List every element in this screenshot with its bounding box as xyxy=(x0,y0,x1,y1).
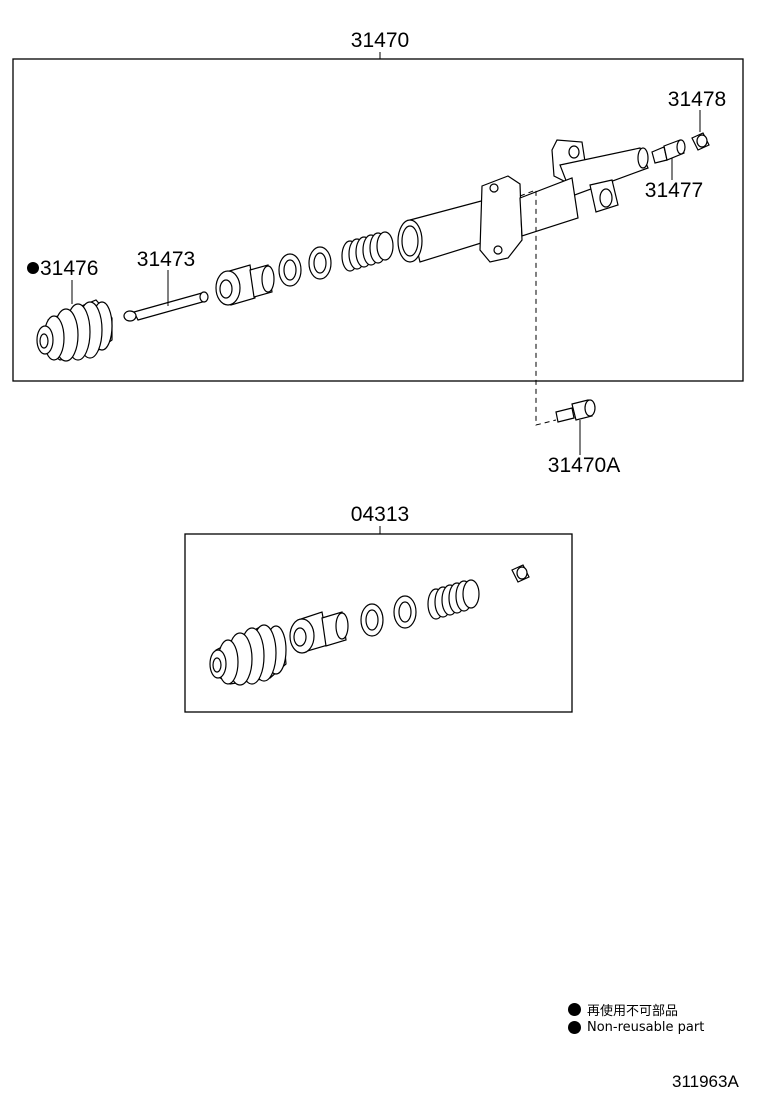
label-04313[interactable]: 04313 xyxy=(351,503,409,526)
push-rod[interactable] xyxy=(123,291,209,322)
label-31478[interactable]: 31478 xyxy=(668,88,726,111)
label-31477[interactable]: 31477 xyxy=(645,179,703,202)
bleeder-plug-cap[interactable] xyxy=(691,132,710,151)
kit-boot[interactable] xyxy=(209,624,287,686)
clutch-release-cylinder-body[interactable] xyxy=(397,139,649,263)
cylinder-spring[interactable] xyxy=(341,231,394,272)
kit-cup-1[interactable] xyxy=(360,603,384,637)
kit-spring[interactable] xyxy=(427,579,480,620)
bolt-location-line xyxy=(519,189,557,426)
label-31476[interactable]: 31476 xyxy=(40,257,98,280)
cylinder-piston[interactable] xyxy=(215,264,275,306)
assembly-frame xyxy=(12,58,744,382)
kit-frame xyxy=(184,533,573,713)
label-31470[interactable]: 31470 xyxy=(351,29,409,52)
legend-jp-text: 再使用不可部品 xyxy=(587,1004,679,1019)
legend-jp: 再使用不可部品 xyxy=(568,1000,678,1019)
cylinder-cup-2[interactable] xyxy=(308,246,332,280)
label-31470A[interactable]: 31470A xyxy=(548,454,620,477)
legend-dot-icon xyxy=(568,1003,581,1016)
kit-cup-2[interactable] xyxy=(393,595,417,629)
label-31473[interactable]: 31473 xyxy=(137,248,195,271)
legend-en-text: Non-reusable part xyxy=(587,1020,705,1035)
boot[interactable] xyxy=(36,299,113,362)
legend-en: Non-reusable part xyxy=(568,1020,704,1035)
kit-piston[interactable] xyxy=(289,611,349,654)
mounting-bolt[interactable] xyxy=(555,399,596,423)
diagram-code: 311963A xyxy=(672,1072,739,1091)
kit-cap[interactable] xyxy=(511,564,530,583)
non-reusable-marker-31476 xyxy=(27,262,39,274)
cylinder-cup-1[interactable] xyxy=(278,253,302,287)
bleeder-screw[interactable] xyxy=(651,139,686,164)
legend-dot-icon xyxy=(568,1021,581,1034)
